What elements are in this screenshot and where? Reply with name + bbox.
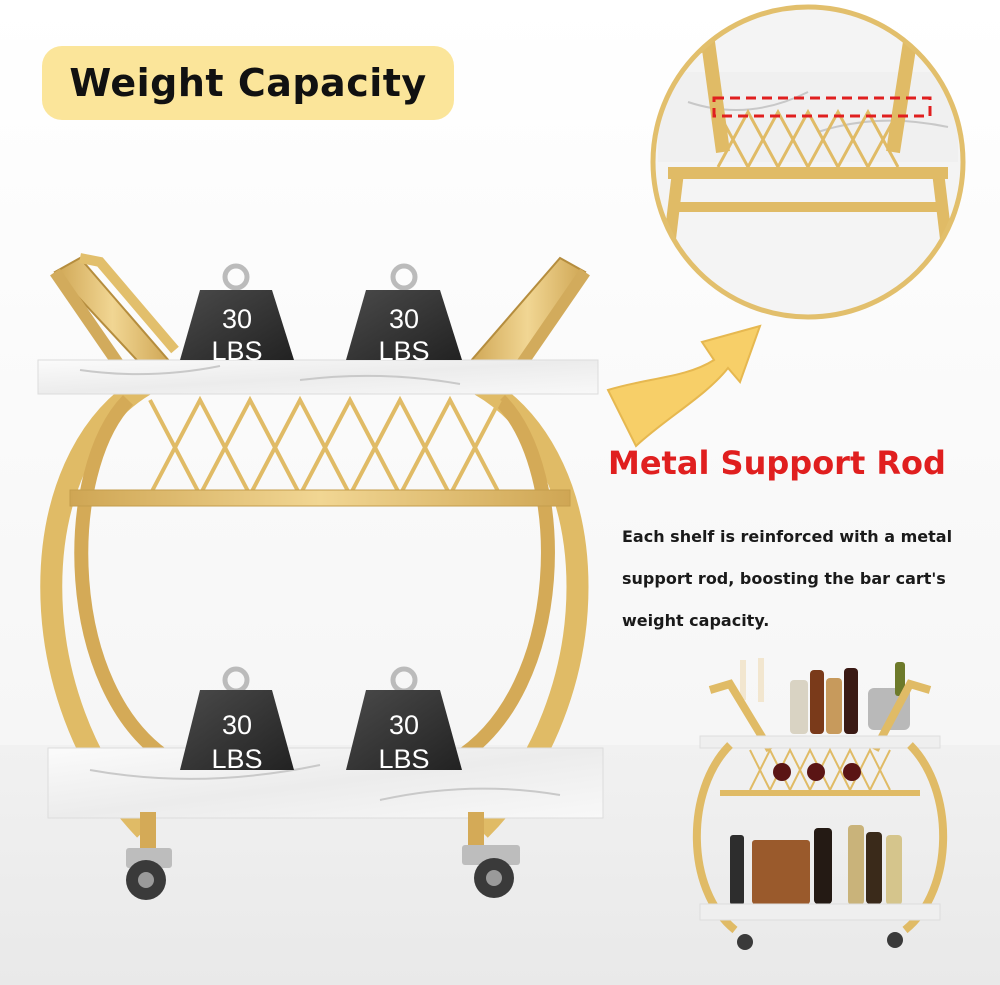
rod-highlight xyxy=(712,96,932,118)
caster-right xyxy=(462,845,520,898)
weight-top-left-unit: LBS xyxy=(211,336,262,366)
feature-description: Each shelf is reinforced with a metal su… xyxy=(622,527,953,630)
weight-bottom-left: 30 LBS xyxy=(180,666,294,774)
caster-left xyxy=(126,848,172,900)
weight-top-right-unit: LBS xyxy=(378,336,429,366)
bottom-bottles xyxy=(730,825,902,905)
top-shelf xyxy=(37,359,599,395)
weight-bottom-right-value: 30 xyxy=(389,710,419,740)
support-rod xyxy=(69,489,571,507)
weight-top-right: 30 LBS xyxy=(346,263,462,366)
weight-bottom-right: 30 LBS xyxy=(346,666,462,774)
weight-top-right-value: 30 xyxy=(389,304,419,334)
weight-bottom-right-unit: LBS xyxy=(378,744,429,774)
bar-cart-illustration: 30 LBS 30 LBS 30 LBS 30 LBS xyxy=(37,253,604,900)
styled-cart-photo xyxy=(692,658,948,950)
bottom-shelf xyxy=(47,747,604,819)
weight-top-left: 30 LBS xyxy=(180,263,294,366)
weight-bottom-left-value: 30 xyxy=(222,710,252,740)
pointer-arrow xyxy=(606,324,762,448)
title-badge: Weight Capacity xyxy=(42,46,454,120)
weight-bottom-left-unit: LBS xyxy=(211,744,262,774)
support-rod-zoom-circle xyxy=(650,4,966,320)
weight-top-left-value: 30 xyxy=(222,304,252,334)
page-title: Weight Capacity xyxy=(69,61,427,105)
wine-rack-lattice xyxy=(148,395,502,500)
feature-title: Metal Support Rod xyxy=(608,444,946,482)
